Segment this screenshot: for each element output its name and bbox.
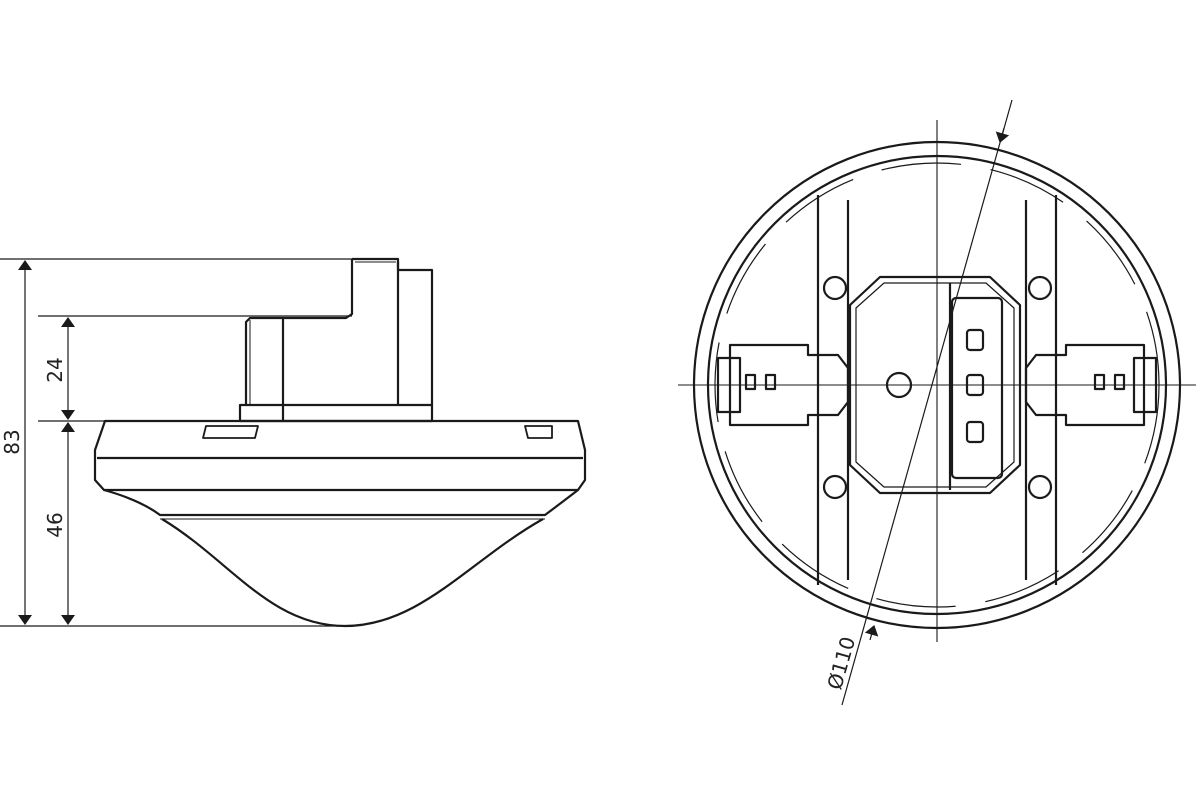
terminal-housing [848,275,1022,495]
center-hole [885,371,913,399]
center-lines [678,120,1196,642]
screw-holes [822,275,1053,500]
sensor-body-side [93,257,587,628]
terminals [965,328,985,444]
dimension-lines [0,258,352,627]
top-view: Ø110 [678,99,1196,706]
side-clips [716,343,1158,427]
diameter-label: Ø110 [822,634,860,692]
dim-24-label: 24 [43,357,67,382]
side-view: 83 24 46 [0,257,587,628]
dim-83-label: 83 [0,429,24,454]
terminal-block [950,296,1004,480]
diameter-dimension [841,99,1013,706]
dim-46-label: 46 [43,512,67,537]
